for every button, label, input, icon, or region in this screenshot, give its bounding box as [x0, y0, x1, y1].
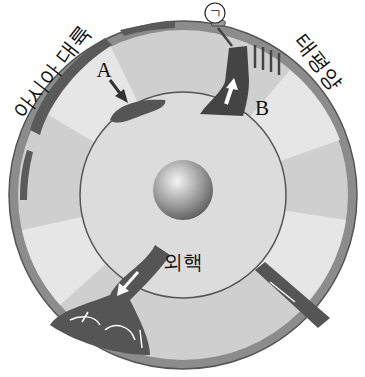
node-text: 외핵 [163, 252, 203, 272]
core-region: 외핵 [159, 249, 207, 275]
circle-marker: ㄱ [204, 2, 226, 24]
point-label: B [255, 96, 269, 121]
node-text: ㄱ [209, 7, 222, 20]
point-label: A [96, 58, 111, 83]
